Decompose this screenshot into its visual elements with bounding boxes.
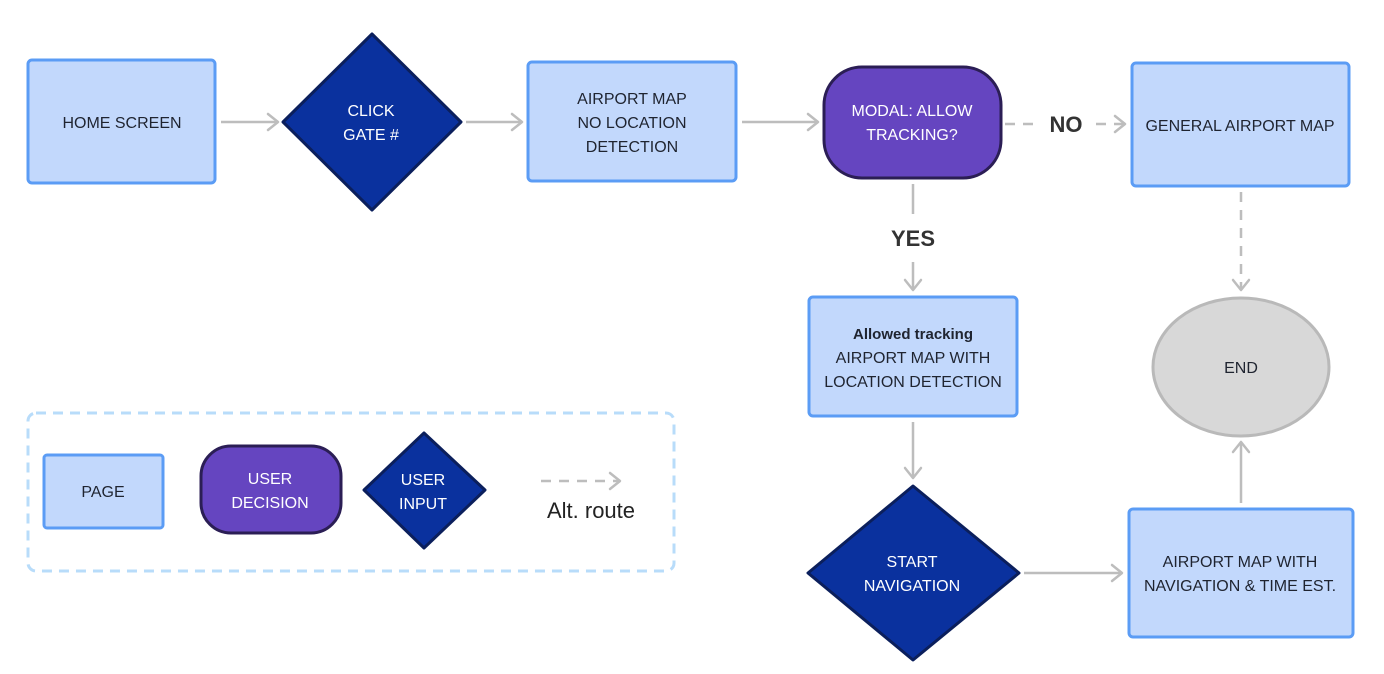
node-map-with-navigation: AIRPORT MAP WITH NAVIGATION & TIME EST. [1127,507,1355,639]
arrowhead [608,471,622,491]
node-start-navigation: START NAVIGATION [806,484,1021,662]
node-label: MODAL: ALLOW [852,103,974,120]
node-label: START [887,554,938,571]
arrowhead [1113,114,1127,134]
node-label: HOME SCREEN [62,115,181,132]
node-label: CLICK [347,103,394,120]
legend-label: USER [248,471,292,488]
node-label: GENERAL AIRPORT MAP [1145,118,1334,135]
decision-shape [822,65,1003,180]
node-modal-allow-tracking: MODAL: ALLOW TRACKING? [822,65,1003,180]
node-airport-map-no-location: AIRPORT MAP NO LOCATION DETECTION [526,60,738,183]
edge-label-no: NO [1050,112,1083,137]
node-label: NAVIGATION & TIME EST. [1144,578,1336,595]
legend-item-user-input: USER INPUT [362,431,487,550]
node-allowed-tracking: Allowed tracking AIRPORT MAP WITH LOCATI… [807,295,1019,418]
legend-label: DECISION [231,495,308,512]
page-shape [526,60,738,183]
node-end: END [1151,296,1331,438]
node-label: NAVIGATION [864,578,960,595]
legend-item-alt-route: Alt. route [541,471,635,523]
input-diamond-shape [281,32,463,212]
page-shape [1130,61,1351,188]
edges [221,112,1251,583]
node-click-gate: CLICK GATE # [281,32,463,212]
legend-item-page: PAGE [42,453,165,530]
node-label: LOCATION DETECTION [824,374,1002,391]
input-diamond-shape [806,484,1021,662]
legend-label: PAGE [81,484,124,501]
page-shape [26,58,217,185]
arrowhead [1110,563,1124,583]
node-label: DETECTION [586,139,678,156]
legend-input-swatch [362,431,487,550]
node-home-screen: HOME SCREEN [26,58,217,185]
node-label: AIRPORT MAP WITH [836,350,991,367]
end-ellipse-shape [1151,296,1331,438]
arrowhead [1231,278,1251,292]
arrowhead [903,278,923,292]
page-shape [807,295,1019,418]
node-label: AIRPORT MAP [577,91,687,108]
legend-label: INPUT [399,496,447,513]
node-label: NO LOCATION [577,115,686,132]
legend-label: USER [401,472,445,489]
node-label: GATE # [343,127,399,144]
node-label: TRACKING? [866,127,958,144]
edge-label-yes: YES [891,226,935,251]
legend-border [26,411,676,573]
arrowhead [903,466,923,480]
page-shape [1127,507,1355,639]
legend-decision-swatch [199,444,343,535]
legend-alt-route-label: Alt. route [547,498,635,523]
legend-page-swatch [42,453,165,530]
legend-item-user-decision: USER DECISION [199,444,343,535]
arrowhead [806,112,820,132]
arrowhead [510,112,524,132]
node-label: AIRPORT MAP WITH [1163,554,1318,571]
arrowhead [1231,440,1251,454]
node-general-airport-map: GENERAL AIRPORT MAP [1130,61,1351,188]
node-title: Allowed tracking [853,326,973,343]
node-label: END [1224,360,1258,377]
legend: PAGE USER DECISION USER INPUT Alt. route [26,411,676,573]
arrowhead [266,112,280,132]
